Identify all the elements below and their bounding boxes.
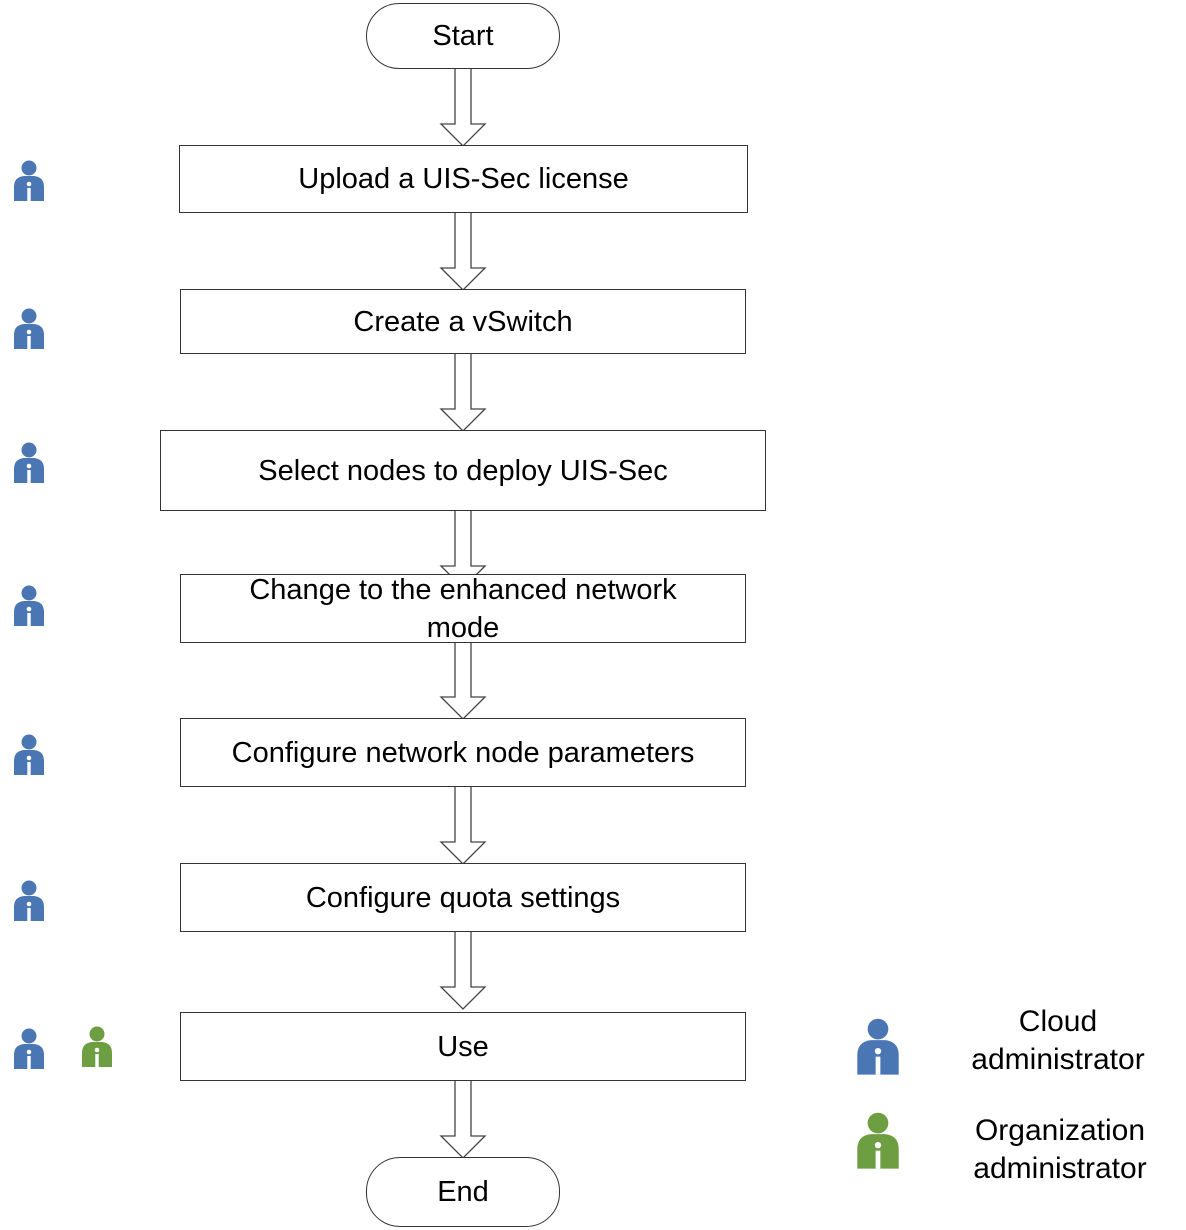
- legend-cloud-line1: Cloud: [1018, 1005, 1098, 1038]
- legend-org-admin: Organization administrator: [955, 1112, 1165, 1188]
- step-enhanced-network-mode: Change to the enhanced network mode: [180, 574, 746, 644]
- step-label: Use: [437, 1030, 489, 1063]
- step-label: Create a vSwitch: [353, 305, 573, 338]
- arrow-start-to-step1: [440, 67, 486, 147]
- legend-cloud-admin: Cloud administrator: [958, 1003, 1158, 1079]
- step-select-nodes: Select nodes to deploy UIS-Sec: [160, 430, 766, 511]
- cloud-admin-user-icon: [14, 880, 44, 921]
- step-create-vswitch: Create a vSwitch: [180, 289, 746, 354]
- arrow-step6-to-step7: [440, 930, 486, 1010]
- end-label: End: [437, 1176, 489, 1208]
- start-node: Start: [366, 3, 560, 69]
- legend-cloud-admin-user-icon: [857, 1018, 899, 1075]
- legend-org-line2: administrator: [973, 1152, 1147, 1185]
- arrow-step5-to-step6: [440, 785, 486, 865]
- arrow-step2-to-step3: [440, 352, 486, 432]
- legend-org-line1: Organization: [974, 1114, 1146, 1147]
- step-label: Configure quota settings: [305, 881, 621, 914]
- cloud-admin-user-icon: [14, 160, 44, 201]
- cloud-admin-user-icon: [14, 442, 44, 483]
- cloud-admin-user-icon: [14, 585, 44, 626]
- org-admin-user-icon: [82, 1026, 112, 1067]
- step-quota-settings: Configure quota settings: [180, 863, 746, 932]
- cloud-admin-user-icon: [14, 308, 44, 349]
- cloud-admin-user-icon: [14, 734, 44, 775]
- arrow-step1-to-step2: [440, 211, 486, 291]
- step-label: Configure network node parameters: [231, 736, 695, 769]
- cloud-admin-user-icon: [14, 1028, 44, 1069]
- step-label: Upload a UIS-Sec license: [298, 163, 629, 195]
- step-network-node-params: Configure network node parameters: [180, 718, 746, 787]
- step-use: Use: [180, 1012, 746, 1081]
- legend-org-admin-user-icon: [857, 1112, 899, 1169]
- start-label: Start: [432, 20, 494, 52]
- arrow-step4-to-step5: [440, 640, 486, 720]
- step-upload-license: Upload a UIS-Sec license: [179, 145, 748, 213]
- end-node: End: [366, 1157, 560, 1227]
- arrow-step7-to-end: [440, 1079, 486, 1159]
- step-label: Change to the enhanced network mode: [249, 573, 677, 644]
- step-label: Select nodes to deploy UIS-Sec: [258, 454, 668, 487]
- legend-cloud-line2: administrator: [971, 1043, 1145, 1076]
